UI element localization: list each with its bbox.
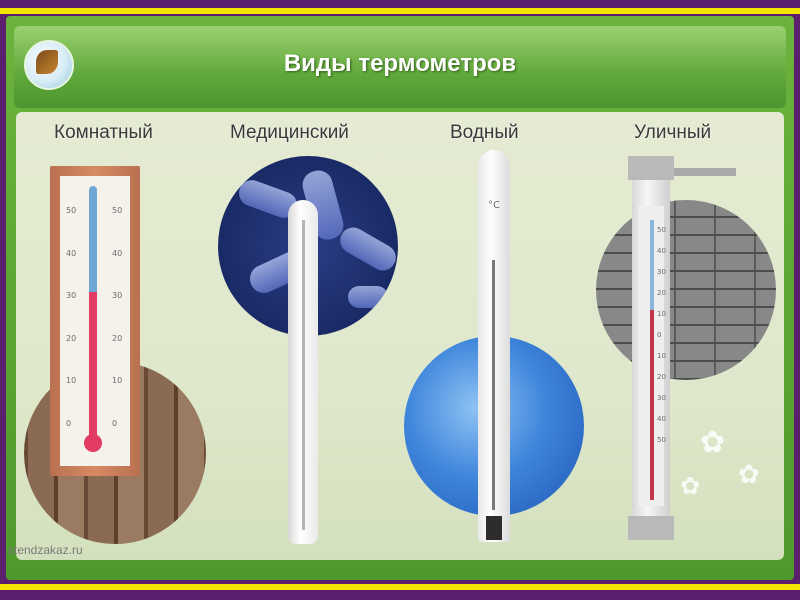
street-tick-label: 10	[657, 310, 666, 318]
label-water: Водный	[450, 122, 519, 143]
street-tick-label: 50	[657, 226, 666, 234]
room-tick-label: 10	[112, 376, 123, 385]
street-thermometer-cap-bottom	[628, 516, 674, 540]
butterfly-globe-icon	[24, 40, 74, 90]
street-thermometer-bracket	[674, 168, 736, 176]
room-tick-label: 0	[112, 418, 118, 428]
room-thermometer-bulb	[84, 434, 102, 452]
street-thermometer-tube-blue	[650, 220, 654, 310]
flower-icon: ✿	[680, 472, 701, 500]
brick-circle	[596, 200, 776, 380]
street-tick-label: 40	[657, 247, 666, 255]
room-tick-label: 30	[112, 291, 123, 300]
room-tick-label: 30	[66, 291, 77, 300]
top-stripe	[0, 8, 800, 14]
room-tick-label: 50	[112, 206, 123, 215]
medical-thermometer-capillary	[302, 220, 305, 530]
water-unit: °C	[488, 200, 500, 211]
street-tick-label: 20	[657, 373, 666, 381]
label-street: Уличный	[634, 122, 712, 143]
bottom-stripe	[0, 584, 800, 590]
butterfly-icon	[36, 50, 58, 74]
water-thermometer-cap	[486, 516, 502, 540]
street-tick-label: 20	[657, 289, 666, 297]
water-thermometer-capillary	[492, 260, 495, 510]
page-title: Виды термометров	[283, 50, 517, 77]
street-tick-label: 30	[657, 394, 666, 402]
label-medical: Медицинский	[230, 122, 349, 143]
street-tick-label: 40	[657, 415, 666, 423]
street-tick-label: 0	[657, 331, 662, 339]
street-thermometer-tube-red	[650, 310, 654, 500]
street-tick-label: 30	[657, 268, 666, 276]
flower-icon: ✿	[700, 425, 726, 460]
room-thermometer-tube-blue	[89, 186, 97, 292]
room-tick-label: 10	[66, 376, 77, 385]
room-tick-label: 0	[66, 418, 72, 428]
street-tick-label: 10	[657, 352, 666, 360]
room-tick-label: 40	[112, 248, 123, 258]
room-tick-label: 50	[66, 206, 77, 215]
room-tick-label: 20	[66, 333, 77, 343]
label-room: Комнатный	[54, 122, 153, 143]
flower-icon: ✿	[738, 460, 760, 490]
watermark: stendzakaz.ru	[8, 543, 83, 557]
room-thermometer-tube-red	[89, 292, 97, 438]
street-thermometer-cap-top	[628, 156, 674, 180]
room-tick-label: 40	[66, 248, 77, 258]
header-bar	[14, 26, 786, 108]
street-tick-label: 50	[657, 436, 666, 444]
room-tick-label: 20	[112, 333, 123, 343]
